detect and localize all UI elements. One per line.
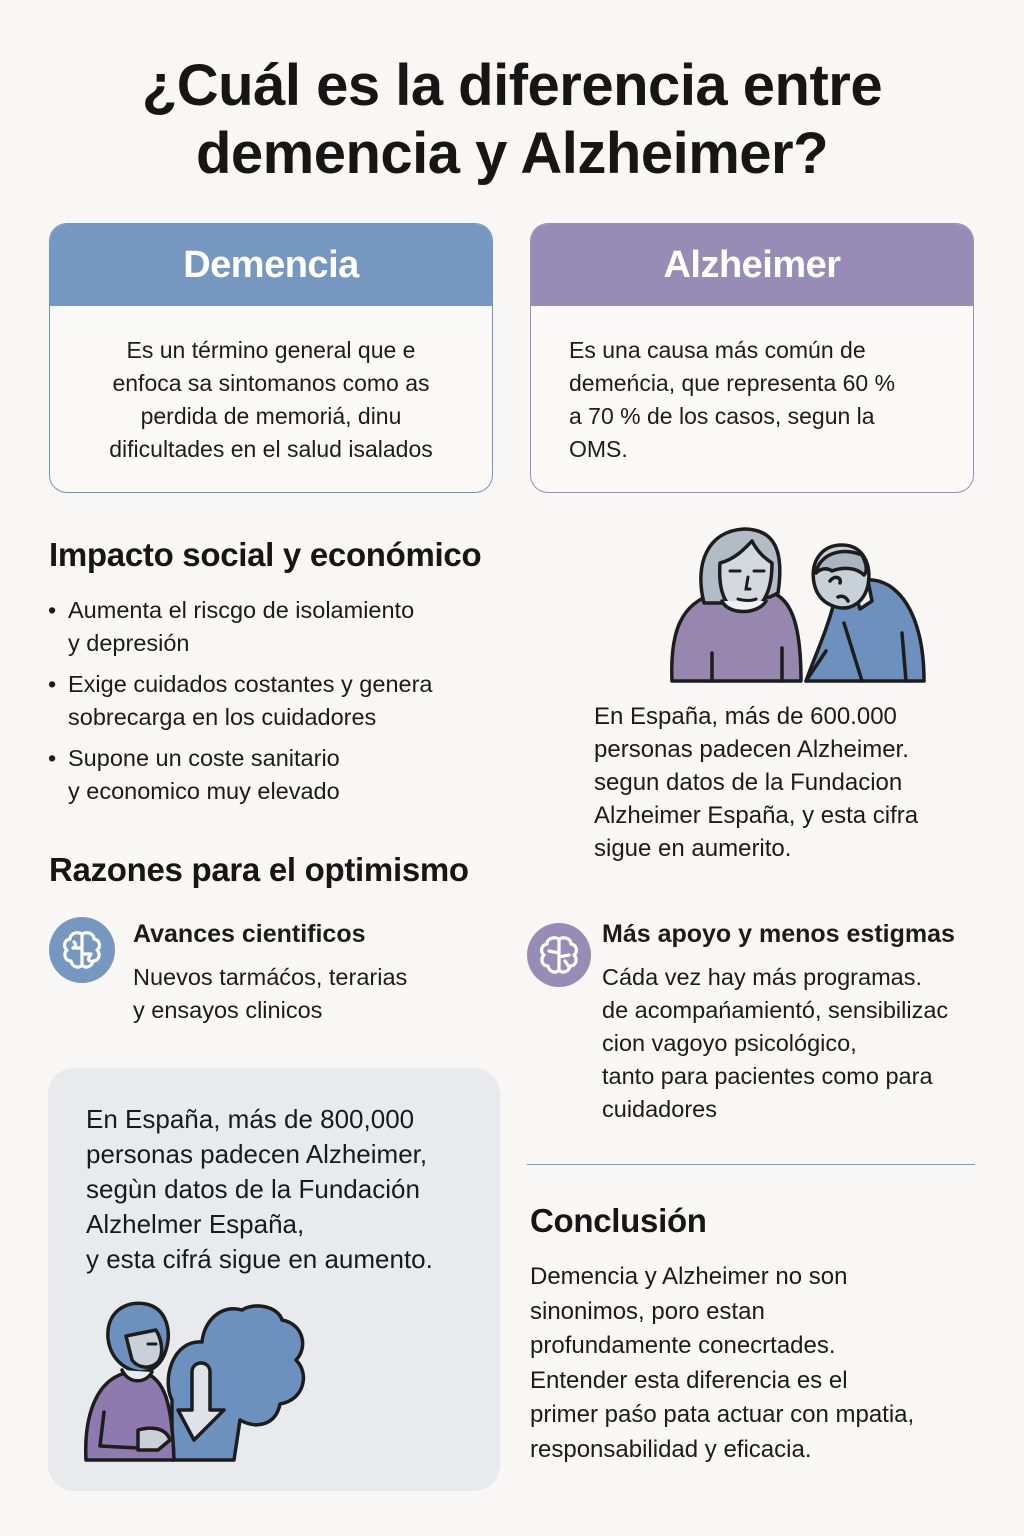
title-line-1: ¿Cuál es la diferencia entre bbox=[141, 53, 883, 118]
text-line: Es un término general que e bbox=[126, 337, 416, 363]
text-line: sigue en aumerito. bbox=[594, 835, 792, 862]
title-line-2: demencia y Alzheimer? bbox=[195, 121, 829, 186]
text-line: segùn datos de la Fundación bbox=[86, 1174, 420, 1204]
conclusion-text: Demencia y Alzheimer no son sinonimos, p… bbox=[530, 1260, 914, 1467]
dementia-card-header: Demencia bbox=[50, 224, 492, 306]
dementia-card-body: Es un término general que e enfoca sa si… bbox=[50, 306, 492, 466]
text-line: tanto para pacientes como para bbox=[602, 1063, 933, 1089]
text-line: cion vagoyo psicológico, bbox=[602, 1030, 857, 1056]
list-item: • Supone un coste sanitario y economico … bbox=[48, 742, 538, 808]
text-line: de acompańamientó, sensibilizac bbox=[602, 997, 949, 1023]
text-line: Demencia y Alzheimer no son bbox=[530, 1263, 848, 1290]
text-line: primer paśo pata actuar con mpatia, bbox=[530, 1401, 915, 1428]
spain-stat-panel: En España, más de 800,000 personas padec… bbox=[48, 1068, 500, 1491]
list-item: • Aumenta el riscgo de isolamiento y dep… bbox=[48, 594, 538, 660]
text-line: profundamente conecrtades. bbox=[530, 1332, 836, 1359]
text-line: perdida de memoriá, dinu bbox=[140, 403, 402, 429]
text-line: personas padecen Alzheimer. bbox=[594, 736, 909, 763]
text-line: Supone un coste sanitario bbox=[68, 745, 340, 771]
bullet-marker: • bbox=[48, 597, 57, 623]
alzheimer-card: Alzheimer Es una causa más común de deme… bbox=[530, 223, 974, 493]
spain-stat-panel-text: En España, más de 800,000 personas padec… bbox=[86, 1102, 433, 1277]
text-line: Es una causa más común de bbox=[569, 337, 866, 363]
reason-description: Cáda vez hay más programas. de acompańam… bbox=[602, 961, 955, 1126]
brain-icon bbox=[49, 917, 115, 983]
conclusion-heading: Conclusión bbox=[530, 1202, 707, 1239]
text-line: En España, más de 800,000 bbox=[86, 1104, 415, 1134]
text-line: Exige cuidados costantes y genera bbox=[68, 671, 433, 697]
text-line: sinonimos, poro estan bbox=[530, 1297, 765, 1325]
spain-stat-text: En Españа, más de 600.000 personas padec… bbox=[594, 700, 994, 865]
elderly-couple-illustration bbox=[670, 527, 926, 683]
text-line: dificultades en el salud isalados bbox=[109, 436, 433, 462]
reason-description: Nuevos tarmáćos, terarias y ensayos clin… bbox=[133, 961, 407, 1027]
text-line: a 70 % de los casos, segun la bbox=[569, 403, 875, 429]
text-line: y economico muy elevado bbox=[68, 778, 340, 804]
text-line: y depresión bbox=[68, 630, 190, 656]
text-line: enfoca sa sintomanos como as bbox=[112, 370, 430, 396]
section-divider bbox=[527, 1164, 975, 1165]
text-line: responsabilidad y eficacia. bbox=[530, 1435, 812, 1463]
alzheimer-card-body: Es una causa más común de demeńcia, que … bbox=[531, 306, 973, 466]
text-line: OMS. bbox=[569, 436, 628, 462]
reason-title: Más apoyo y menos estigmas bbox=[602, 920, 955, 948]
brain-icon bbox=[527, 923, 591, 987]
dementia-card: Demencia Es un término general que e enf… bbox=[49, 223, 493, 493]
reason-scientific-advances: Avances cientificos Nuevos tarmáćos, ter… bbox=[49, 917, 407, 1027]
caregiver-decline-illustration bbox=[84, 1301, 306, 1462]
text-line: Alzhelmer España, bbox=[86, 1209, 305, 1239]
text-line: Aumenta el riscgo de isolamiento bbox=[68, 597, 415, 623]
bullet-marker: • bbox=[48, 745, 57, 771]
text-line: segun datos de la Fundacion bbox=[594, 769, 903, 796]
alzheimer-card-header: Alzheimer bbox=[531, 224, 973, 306]
text-line: Cáda vez hay más programas. bbox=[602, 964, 923, 990]
text-line: Alzheimer España, y esta cifra bbox=[594, 802, 919, 829]
text-line: Entender esta diferencia es el bbox=[530, 1366, 848, 1394]
reason-title: Avances cientificos bbox=[133, 920, 366, 948]
text-line: personas padecen Alzheimer, bbox=[86, 1139, 428, 1169]
optimism-heading: Razones para el optimismo bbox=[49, 851, 469, 888]
text-line: demeńcia, que representa 60 % bbox=[569, 370, 896, 396]
reason-more-support: Más apoyo y menos estigmas Cáda vez hay … bbox=[527, 917, 955, 1126]
text-line: y ensayos clinicos bbox=[133, 997, 323, 1023]
list-item: • Exige cuidados costantes y genera sobr… bbox=[48, 668, 538, 734]
impact-heading: Impacto social y económico bbox=[49, 536, 482, 573]
text-line: sobrecarga en los cuidadores bbox=[68, 704, 377, 730]
text-line: En Españа, más de 600.000 bbox=[594, 703, 897, 730]
text-line: Nuevos tarmáćos, terarias bbox=[133, 964, 408, 990]
text-line: cuidadores bbox=[602, 1096, 717, 1122]
bullet-marker: • bbox=[48, 671, 57, 697]
impact-bullet-list: • Aumenta el riscgo de isolamiento y dep… bbox=[48, 594, 538, 816]
text-line: y esta cifrá sigue en aumento. bbox=[86, 1244, 433, 1274]
page-title: ¿Cuál es la diferencia entre demencia y … bbox=[0, 52, 1024, 188]
